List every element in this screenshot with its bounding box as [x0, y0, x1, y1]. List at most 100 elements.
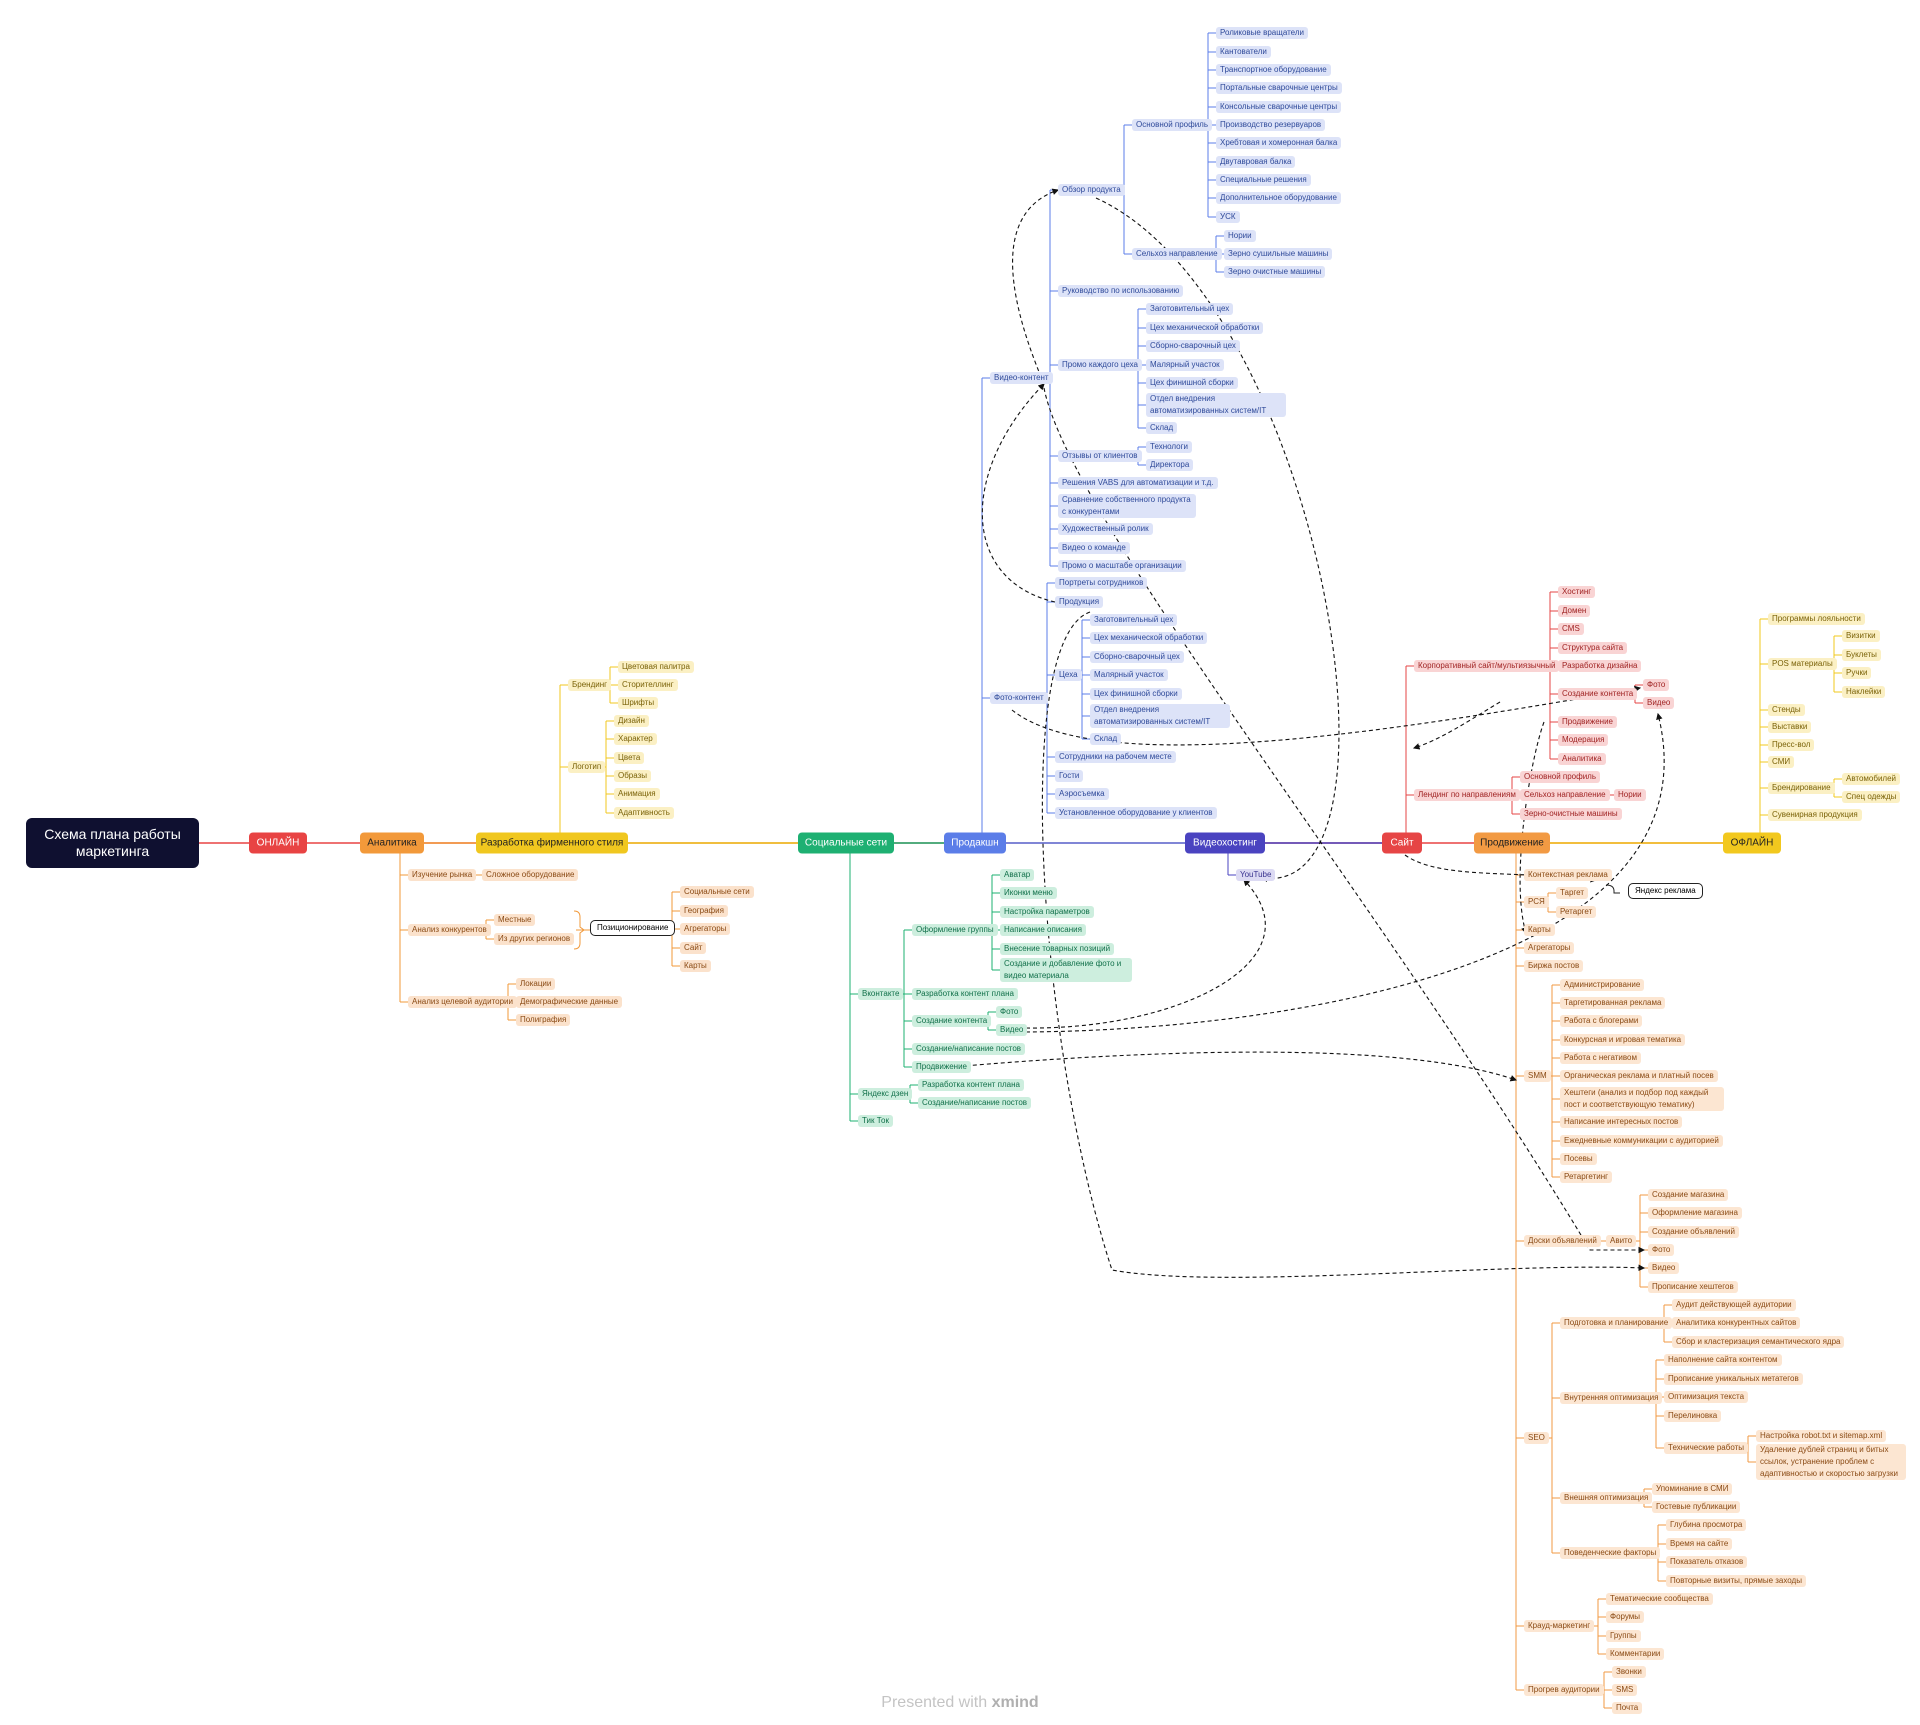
- node-an-market[interactable]: Изучение рынка: [408, 869, 477, 881]
- node-vk-content[interactable]: Создание контента: [912, 1015, 992, 1027]
- node-aerial[interactable]: Аэросъемка: [1055, 788, 1109, 800]
- node-cs6[interactable]: Создание контента: [1558, 688, 1638, 700]
- node-rv2[interactable]: Директора: [1146, 459, 1194, 471]
- node-team-video[interactable]: Видео о команде: [1058, 542, 1130, 554]
- topic-social-networks[interactable]: Социальные сети: [798, 832, 894, 854]
- node-av1[interactable]: Создание магазина: [1648, 1189, 1729, 1201]
- node-smm8[interactable]: Написание интересных постов: [1560, 1116, 1683, 1128]
- node-ld1[interactable]: Основной профиль: [1520, 771, 1601, 783]
- node-workers[interactable]: Сотрудники на рабочем месте: [1055, 751, 1176, 763]
- node-an-ta[interactable]: Анализ целевой аудитории: [408, 996, 517, 1008]
- node-av6[interactable]: Прописание хештегов: [1648, 1281, 1738, 1293]
- node-op4[interactable]: Наклейки: [1842, 686, 1886, 698]
- node-portraits[interactable]: Портреты сотрудников: [1055, 577, 1148, 589]
- node-an-ta-c2[interactable]: Демографические данные: [516, 996, 623, 1008]
- node-mp6[interactable]: Производство резервуаров: [1216, 119, 1326, 131]
- node-op1[interactable]: Визитки: [1842, 630, 1880, 642]
- node-off-loyal[interactable]: Программы лояльности: [1768, 613, 1865, 625]
- node-an-comp-c5[interactable]: Карты: [680, 960, 711, 972]
- topic-brand-style[interactable]: Разработка фирменного стиля: [476, 832, 628, 854]
- node-mp2[interactable]: Кантователи: [1216, 46, 1271, 58]
- topic-site[interactable]: Сайт: [1382, 832, 1422, 854]
- node-av3[interactable]: Создание объявлений: [1648, 1226, 1739, 1238]
- node-sh4[interactable]: Малярный участок: [1090, 669, 1168, 681]
- node-ps3[interactable]: Сборно-сварочный цех: [1146, 340, 1240, 352]
- node-ag1[interactable]: Нории: [1224, 230, 1256, 242]
- node-br-branding[interactable]: Брендинг: [568, 679, 612, 691]
- node-seo-int[interactable]: Внутренняя оптимизация: [1560, 1392, 1663, 1404]
- node-sb4[interactable]: Повторные визиты, прямые заходы: [1666, 1575, 1806, 1587]
- node-cs9[interactable]: Аналитика: [1558, 753, 1606, 765]
- node-ps4[interactable]: Малярный участок: [1146, 359, 1224, 371]
- node-cr2[interactable]: Форумы: [1606, 1611, 1645, 1623]
- node-br-b2[interactable]: Сторителлинг: [618, 679, 678, 691]
- node-cs6-photo[interactable]: Фото: [1643, 679, 1670, 691]
- node-br-logo[interactable]: Логотип: [568, 761, 606, 773]
- node-an-comp-c2[interactable]: География: [680, 905, 728, 917]
- topic-analytics[interactable]: Аналитика: [360, 832, 424, 854]
- node-si3[interactable]: Оптимизация текста: [1664, 1391, 1749, 1403]
- node-smm5[interactable]: Работа с негативом: [1560, 1052, 1641, 1064]
- node-br-l6[interactable]: Адаптивность: [614, 807, 674, 819]
- node-cr3[interactable]: Группы: [1606, 1630, 1641, 1642]
- node-cs5[interactable]: Разработка дизайна: [1558, 660, 1642, 672]
- node-vk-c-photo[interactable]: Фото: [996, 1006, 1023, 1018]
- node-br-b3[interactable]: Шрифты: [618, 697, 659, 709]
- node-si5[interactable]: Технические работы: [1664, 1442, 1749, 1454]
- callout-yandex-ads[interactable]: Яндекс реклама: [1628, 883, 1703, 899]
- node-promo-shop[interactable]: Промо каждого цеха: [1058, 359, 1142, 371]
- node-sp2[interactable]: Аналитика конкурентных сайтов: [1672, 1317, 1801, 1329]
- node-ag2[interactable]: Зерно сушильные машины: [1224, 248, 1333, 260]
- node-vk-plan[interactable]: Разработка контент плана: [912, 988, 1018, 1000]
- node-sb1[interactable]: Глубина просмотра: [1666, 1519, 1747, 1531]
- node-mp7[interactable]: Хребтовая и хомеронная балка: [1216, 137, 1342, 149]
- node-br-l1[interactable]: Дизайн: [614, 715, 649, 727]
- node-wm1[interactable]: Звонки: [1612, 1666, 1646, 1678]
- node-ps6[interactable]: Отдел внедрения автоматизированных систе…: [1146, 393, 1286, 417]
- node-wm3[interactable]: Почта: [1612, 1702, 1643, 1714]
- node-products[interactable]: Продукция: [1055, 596, 1104, 608]
- node-cs8[interactable]: Модерация: [1558, 734, 1609, 746]
- node-smm11[interactable]: Ретаргетинг: [1560, 1171, 1613, 1183]
- node-off-brand[interactable]: Брендирование: [1768, 782, 1835, 794]
- node-seo-beh[interactable]: Поведенческие факторы: [1560, 1547, 1661, 1559]
- node-corp[interactable]: Корпоративный сайт/мультиязычный: [1414, 660, 1560, 672]
- node-avito[interactable]: Авито: [1606, 1235, 1637, 1247]
- node-se2[interactable]: Гостевые публикации: [1652, 1501, 1741, 1513]
- node-op3[interactable]: Ручки: [1842, 667, 1872, 679]
- node-photo-content[interactable]: Фото-контент: [990, 692, 1048, 704]
- node-smm3[interactable]: Работа с блогерами: [1560, 1015, 1643, 1027]
- node-mp9[interactable]: Специальные решения: [1216, 174, 1311, 186]
- node-si5b[interactable]: Удаление дублей страниц и битых ссылок, …: [1756, 1444, 1906, 1480]
- node-crowd[interactable]: Крауд-маркетинг: [1524, 1620, 1595, 1632]
- node-rv1[interactable]: Технологи: [1146, 441, 1192, 453]
- node-br-l3[interactable]: Цвета: [614, 752, 645, 764]
- node-av4[interactable]: Фото: [1648, 1244, 1675, 1256]
- node-si2[interactable]: Прописание уникальных метатегов: [1664, 1373, 1803, 1385]
- node-vk-c-video[interactable]: Видео: [996, 1024, 1028, 1036]
- node-warm[interactable]: Прогрев аудитории: [1524, 1684, 1604, 1696]
- node-vk[interactable]: Вконтакте: [858, 988, 904, 1000]
- callout-positioning[interactable]: Позиционирование: [590, 920, 676, 936]
- node-mp8[interactable]: Двутавровая балка: [1216, 156, 1296, 168]
- node-ob2[interactable]: Спец одежды: [1842, 791, 1901, 803]
- node-mp1[interactable]: Роликовые вращатели: [1216, 27, 1309, 39]
- node-sb3[interactable]: Показатель отказов: [1666, 1556, 1748, 1568]
- node-ag3[interactable]: Зерно очистные машины: [1224, 266, 1326, 278]
- node-mp4[interactable]: Портальные сварочные центры: [1216, 82, 1342, 94]
- topic-videohosting[interactable]: Видеохостинг: [1185, 832, 1265, 854]
- node-an-comp-c1[interactable]: Социальные сети: [680, 886, 754, 898]
- node-ld2-c[interactable]: Нории: [1614, 789, 1646, 801]
- node-cs2[interactable]: Домен: [1558, 605, 1591, 617]
- node-vk-posts[interactable]: Создание/написание постов: [912, 1043, 1026, 1055]
- node-br-l2[interactable]: Характер: [614, 733, 657, 745]
- node-an-comp[interactable]: Анализ конкурентов: [408, 924, 491, 936]
- node-br-l5[interactable]: Анимация: [614, 788, 660, 800]
- node-pr-rsya[interactable]: РСЯ: [1524, 896, 1549, 908]
- node-vk-d5[interactable]: Внесение товарных позиций: [1000, 943, 1115, 955]
- node-mp3[interactable]: Транспортное оборудование: [1216, 64, 1331, 76]
- node-sh6[interactable]: Отдел внедрения автоматизированных систе…: [1090, 704, 1230, 728]
- node-wm2[interactable]: SMS: [1612, 1684, 1638, 1696]
- node-sp1[interactable]: Аудит действующей аудитории: [1672, 1299, 1796, 1311]
- node-av2[interactable]: Оформление магазина: [1648, 1207, 1742, 1219]
